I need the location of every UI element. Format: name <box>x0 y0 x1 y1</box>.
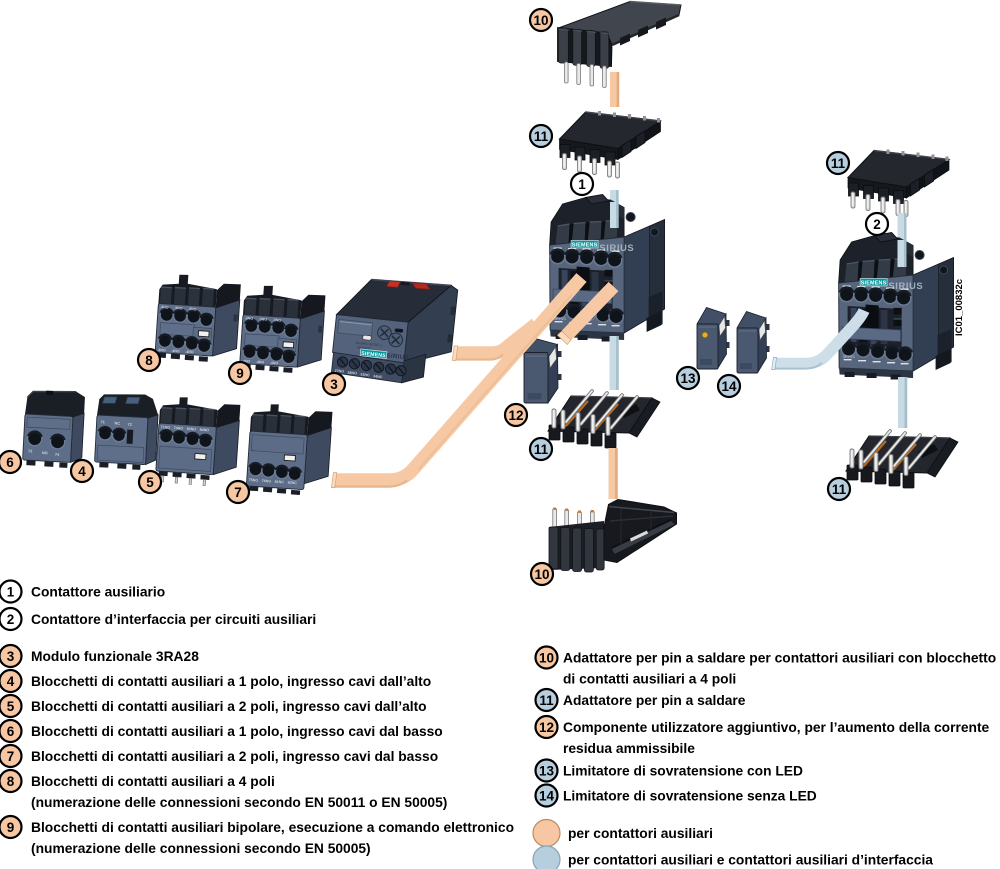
svg-text:28NO: 28NO <box>347 371 357 376</box>
svg-text:Blocchetti di contatti ausilia: Blocchetti di contatti ausiliari bipolar… <box>31 820 514 835</box>
svg-text:Componente utilizzatore aggiun: Componente utilizzatore aggiuntivo, per … <box>563 720 990 735</box>
svg-text:24-240V AC/DC s: 24-240V AC/DC s <box>355 341 382 348</box>
svg-text:SIEMENS: SIEMENS <box>361 351 387 360</box>
svg-text:2: 2 <box>7 612 15 627</box>
svg-text:14: 14 <box>721 379 737 394</box>
svg-text:14: 14 <box>539 788 555 803</box>
svg-text:12: 12 <box>539 720 554 735</box>
svg-text:Modulo funzionale 3RA28: Modulo funzionale 3RA28 <box>31 649 199 664</box>
svg-text:33NC: 33NC <box>360 372 370 377</box>
svg-text:1: 1 <box>7 584 15 599</box>
svg-text:11: 11 <box>831 156 846 171</box>
svg-text:Limitatore di sovratensione co: Limitatore di sovratensione con LED <box>563 764 803 779</box>
svg-text:Limitatore di sovratensione se: Limitatore di sovratensione senza LED <box>563 789 817 804</box>
svg-text:Contattore d’interfaccia per c: Contattore d’interfaccia per circuiti au… <box>31 612 316 627</box>
svg-text:11: 11 <box>534 129 549 144</box>
svg-text:4: 4 <box>7 674 15 689</box>
svg-text:per contattori ausiliari e con: per contattori ausiliari e contattori au… <box>568 853 933 868</box>
svg-text:8: 8 <box>7 774 15 789</box>
svg-text:3: 3 <box>7 649 15 664</box>
svg-text:9: 9 <box>7 820 15 835</box>
svg-text:10: 10 <box>539 650 554 665</box>
svg-text:per contattori ausiliari: per contattori ausiliari <box>568 826 713 841</box>
svg-text:(numerazione delle connessioni: (numerazione delle connessioni secondo E… <box>31 841 371 856</box>
svg-text:7: 7 <box>7 749 15 764</box>
svg-text:Blocchetti di contatti ausilia: Blocchetti di contatti ausiliari a 1 pol… <box>31 674 431 689</box>
svg-text:Blocchetti di contatti ausilia: Blocchetti di contatti ausiliari a 2 pol… <box>31 699 427 714</box>
svg-text:5: 5 <box>7 699 15 714</box>
svg-text:IC01_00832c: IC01_00832c <box>954 279 965 336</box>
svg-text:6: 6 <box>6 455 14 470</box>
svg-text:Adattatore per pin a saldare: Adattatore per pin a saldare <box>563 693 746 708</box>
svg-text:Blocchetti di contatti ausilia: Blocchetti di contatti ausiliari a 1 pol… <box>31 724 443 739</box>
svg-text:1: 1 <box>578 177 586 192</box>
svg-text:Contattore ausiliario: Contattore ausiliario <box>31 585 165 600</box>
svg-text:11: 11 <box>539 693 554 708</box>
svg-text:4: 4 <box>78 464 86 479</box>
svg-text:11: 11 <box>534 442 549 457</box>
svg-text:10: 10 <box>534 567 549 582</box>
svg-text:6: 6 <box>7 724 15 739</box>
svg-text:8: 8 <box>145 353 153 368</box>
svg-text:27NO: 27NO <box>334 369 344 374</box>
svg-text:di contatti ausiliari a 4 poli: di contatti ausiliari a 4 poli <box>563 672 736 687</box>
svg-text:34NC: 34NC <box>373 374 383 379</box>
svg-text:Blocchetti di contatti ausilia: Blocchetti di contatti ausiliari a 4 pol… <box>31 774 275 789</box>
svg-text:Adattatore per pin a saldare p: Adattatore per pin a saldare per contatt… <box>563 651 996 666</box>
svg-text:SIRIUS: SIRIUS <box>386 352 409 361</box>
svg-text:Blocchetti di contatti ausilia: Blocchetti di contatti ausiliari a 2 pol… <box>31 749 438 764</box>
svg-text:13: 13 <box>539 763 555 778</box>
svg-text:11: 11 <box>832 482 847 497</box>
svg-text:10: 10 <box>533 13 548 28</box>
svg-text:13: 13 <box>680 371 696 386</box>
svg-text:12: 12 <box>508 408 523 423</box>
svg-text:(numerazione delle connessioni: (numerazione delle connessioni secondo E… <box>31 795 447 810</box>
svg-text:7: 7 <box>234 485 242 500</box>
svg-text:3RA2815: 3RA2815 <box>357 345 372 350</box>
svg-text:9: 9 <box>236 366 244 381</box>
svg-text:5: 5 <box>146 475 154 490</box>
svg-text:3: 3 <box>330 377 338 392</box>
svg-text:residua ammissibile: residua ammissibile <box>563 741 695 756</box>
svg-text:2: 2 <box>873 217 881 232</box>
